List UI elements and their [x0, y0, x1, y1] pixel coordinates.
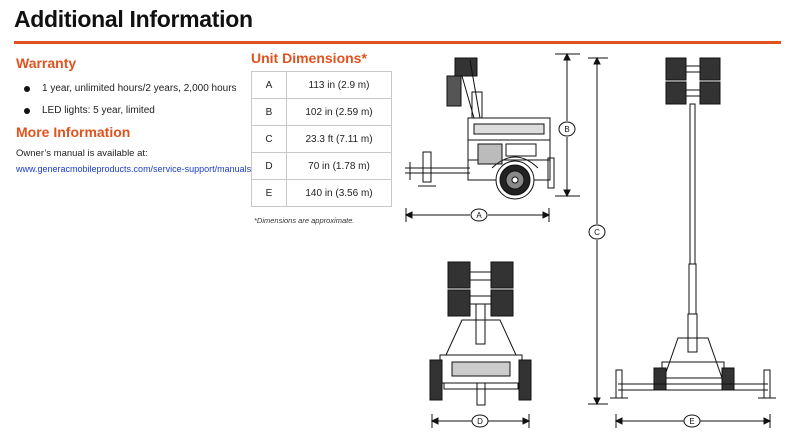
- side-view-drawing: [405, 57, 555, 200]
- dimension-key: E: [251, 179, 287, 207]
- dimension-a-label: A: [476, 211, 482, 220]
- warranty-item: 1 year, unlimited hours/2 years, 2,000 h…: [24, 83, 237, 94]
- dimension-c-line: [588, 56, 608, 406]
- title-divider: [14, 41, 781, 44]
- manual-availability-text: Owner’s manual is available at:: [16, 148, 148, 159]
- unit-dimensions-heading: Unit Dimensions*: [251, 50, 367, 66]
- dimension-value: 102 in (2.59 m): [286, 98, 392, 126]
- dimension-value: 113 in (2.9 m): [286, 71, 392, 99]
- more-info-heading: More Information: [16, 124, 131, 140]
- dimension-e-line: [614, 414, 772, 428]
- dimension-key: C: [251, 125, 287, 153]
- manuals-link[interactable]: www.generacmobileproducts.com/service-su…: [16, 164, 252, 174]
- dimension-b-line: [555, 52, 580, 198]
- page-title: Additional Information: [14, 6, 253, 32]
- bullet-icon: [24, 85, 30, 92]
- warranty-item-text: LED lights: 5 year, limited: [42, 105, 155, 116]
- dimension-d-label: D: [477, 417, 483, 426]
- warranty-item-text: 1 year, unlimited hours/2 years, 2,000 h…: [42, 83, 237, 94]
- dimension-c-label: C: [594, 228, 600, 237]
- dimension-d-line: [430, 414, 531, 428]
- bullet-icon: [24, 107, 30, 114]
- warranty-item: LED lights: 5 year, limited: [24, 105, 155, 116]
- front-view-drawing: [429, 261, 532, 406]
- dimension-e-label: E: [689, 417, 694, 426]
- dimensions-note: *Dimensions are approximate.: [254, 216, 355, 225]
- dimension-a-line: [404, 208, 551, 222]
- extended-tower-drawing: [610, 57, 776, 399]
- dimension-b-label: B: [564, 125, 569, 134]
- dimension-value: 23.3 ft (7.11 m): [286, 125, 392, 153]
- dimension-value: 140 in (3.56 m): [286, 179, 392, 207]
- dimension-value: 70 in (1.78 m): [286, 152, 392, 180]
- warranty-heading: Warranty: [16, 55, 77, 71]
